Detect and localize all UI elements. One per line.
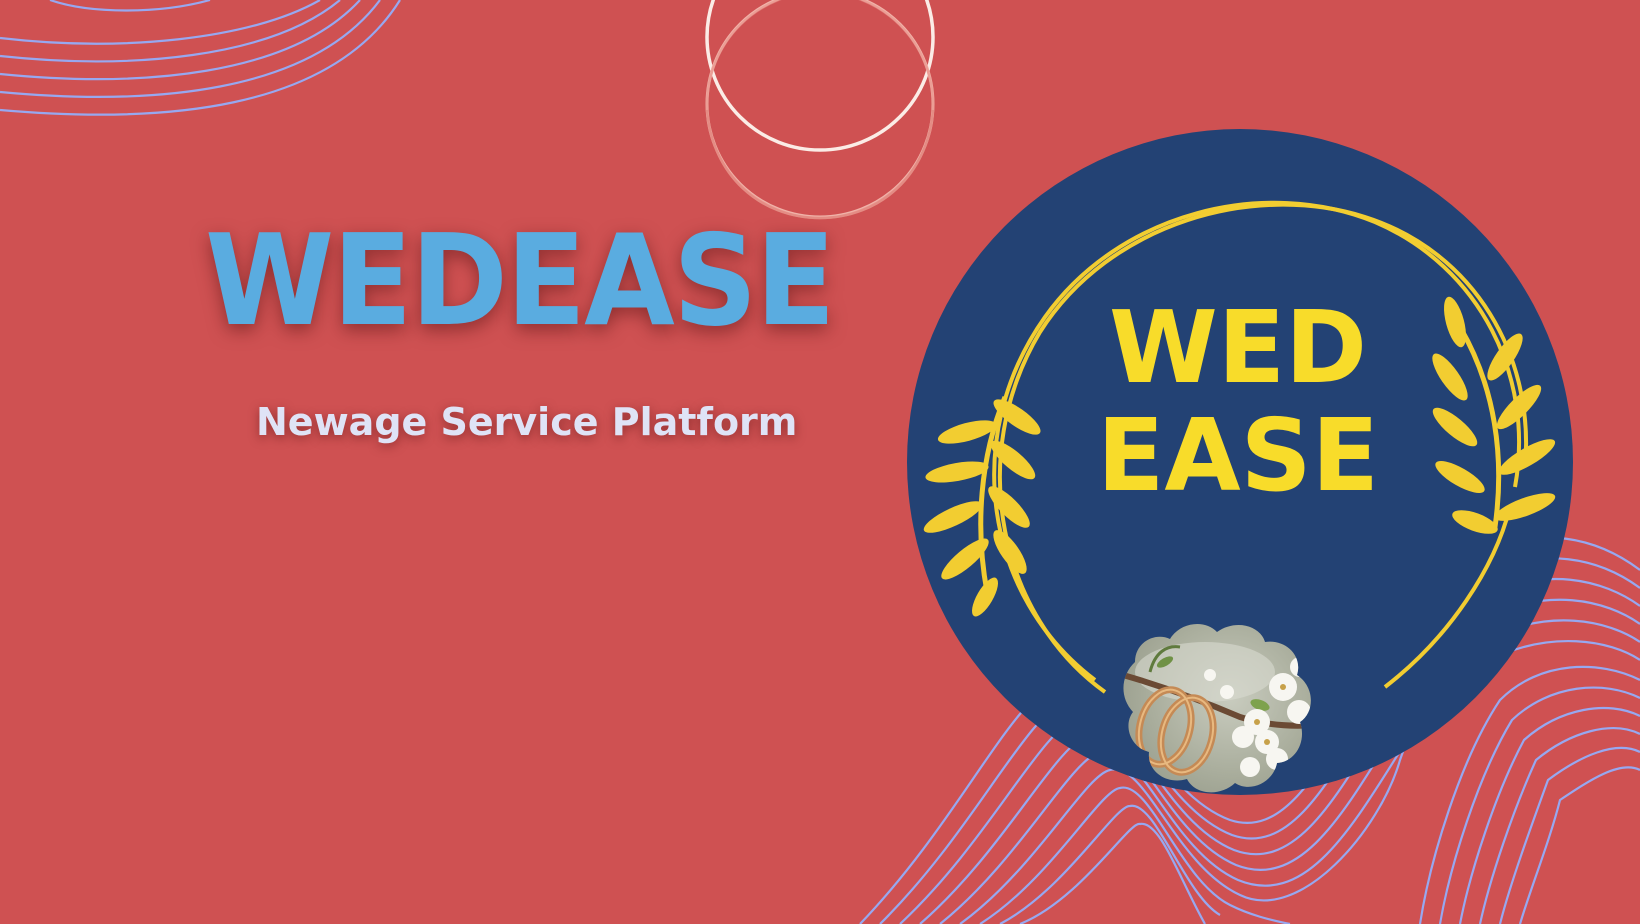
emblem-text-line1: WED (1109, 289, 1367, 406)
branch (1123, 672, 1311, 729)
wedease-logo-emblem: WED EASE (907, 129, 1573, 795)
emblem-text-line2: EASE (1097, 397, 1379, 514)
left-laurel-branch (923, 396, 1041, 617)
right-laurel-branch (1432, 296, 1556, 534)
ring-top (705, 0, 935, 152)
top-left-contour-lines (0, 0, 401, 116)
decorative-rings (705, 0, 935, 220)
wedding-rings-photo (1123, 623, 1311, 793)
hero-subtitle: Newage Service Platform (256, 400, 798, 444)
hero-title: WEDEASE (205, 207, 836, 354)
wedding-rings (1135, 686, 1217, 776)
emblem-circle (907, 129, 1573, 795)
